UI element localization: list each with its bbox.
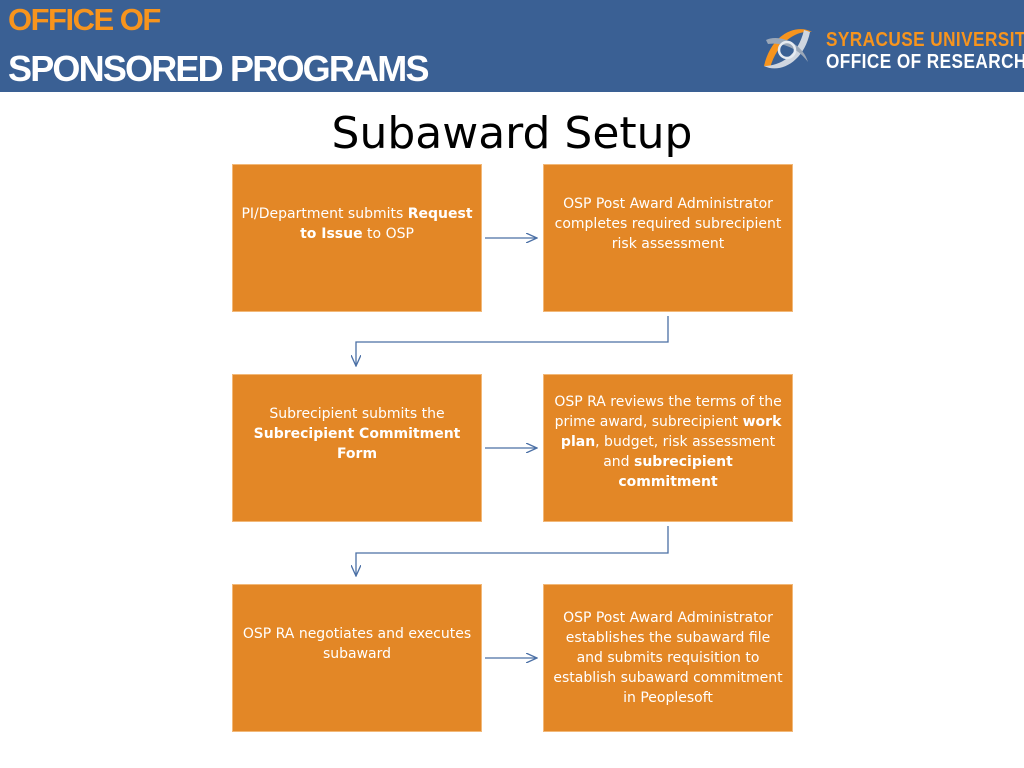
header-bar: OFFICE OF SPONSORED PROGRAMS SYRACUSE UN… — [0, 0, 1024, 92]
step-ra-review: OSP RA reviews the terms of the prime aw… — [543, 374, 793, 522]
step-risk-assessment: OSP Post Award Administrator completes r… — [543, 164, 793, 312]
arrow-step4-to-step5 — [356, 526, 669, 576]
step-establish-commitment: OSP Post Award Administrator establishes… — [543, 584, 793, 732]
logo-office-of-research: OFFICE OF RESEARCH — [826, 51, 1024, 73]
arrow-step2-to-step3 — [356, 316, 669, 366]
page-title: Subaward Setup — [331, 108, 693, 159]
step-request-to-issue: PI/Department submits Request to Issue t… — [232, 164, 482, 312]
step-commitment-form: Subrecipient submits the Subrecipient Co… — [232, 374, 482, 522]
brand-sponsored-programs: SPONSORED PROGRAMS — [8, 48, 429, 89]
logo-syracuse-university: SYRACUSE UNIVERSITY — [826, 29, 1024, 51]
step-negotiate-execute: OSP RA negotiates and executes subaward — [232, 584, 482, 732]
syracuse-logo-icon — [764, 29, 812, 69]
brand-office-of: OFFICE OF — [8, 2, 161, 37]
